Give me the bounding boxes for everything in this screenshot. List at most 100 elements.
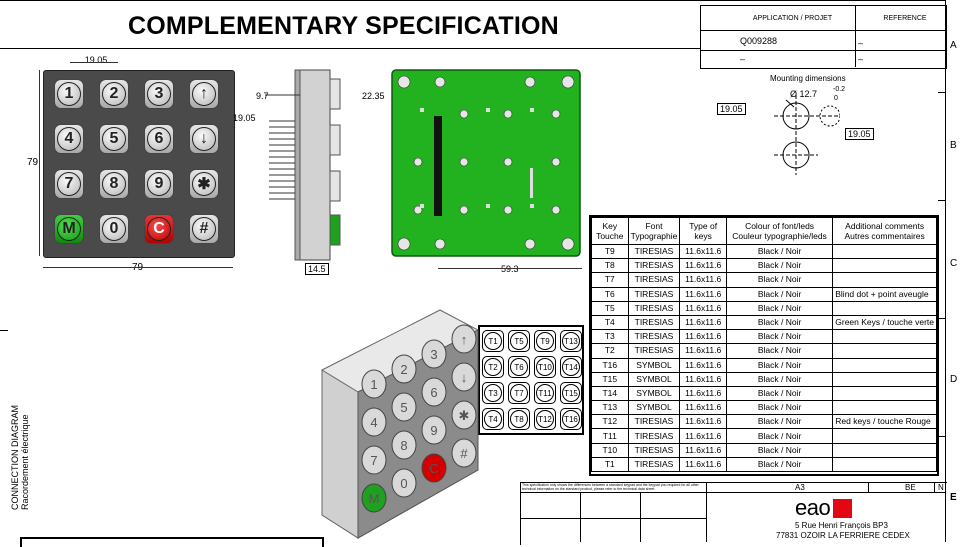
key-map-cell: T5 bbox=[508, 330, 530, 352]
table-cell: 11.6x11.6 bbox=[679, 357, 727, 373]
footer-address-1: 5 Rue Henri François BP3 bbox=[795, 521, 888, 530]
table-cell: Black / Noir bbox=[725, 400, 834, 416]
key-map-cell: T2 bbox=[482, 356, 504, 378]
table-cell bbox=[832, 371, 937, 387]
dim-pcb-59-3: 59.3 bbox=[501, 264, 519, 274]
page-title: COMPLEMENTARY SPECIFICATION bbox=[128, 12, 559, 40]
table-cell: Black / Noir bbox=[725, 428, 834, 444]
iso-key-label: M bbox=[369, 491, 380, 506]
iso-key bbox=[361, 483, 387, 513]
front-key: M bbox=[54, 214, 84, 244]
key-map-label: T12 bbox=[536, 410, 554, 428]
table-cell: T16 bbox=[591, 357, 629, 373]
front-key: 5 bbox=[99, 124, 129, 154]
eao-logo: eao bbox=[795, 495, 853, 521]
table-cell bbox=[832, 300, 937, 316]
dim-side-14-5: 14.5 bbox=[305, 263, 329, 275]
front-key: 4 bbox=[54, 124, 84, 154]
front-key-label: 3 bbox=[147, 82, 171, 106]
iso-key bbox=[361, 407, 387, 437]
mounting-dim-left-label: 19.05 bbox=[717, 103, 746, 115]
footer-n: N bbox=[938, 483, 944, 492]
keypad-iso-view: 123↑456↓789✱M0C# bbox=[321, 309, 479, 539]
key-map-cell: T16 bbox=[560, 408, 582, 430]
table-cell: T6 bbox=[591, 286, 629, 302]
spec-table-frame bbox=[589, 215, 939, 476]
iso-key bbox=[391, 430, 417, 460]
key-map-label: T16 bbox=[562, 410, 580, 428]
table-cell: SYMBOL bbox=[627, 371, 681, 387]
right-tick-3 bbox=[938, 318, 946, 319]
project-dash-2: – bbox=[740, 54, 746, 64]
iso-key-label: 6 bbox=[430, 385, 437, 400]
key-map-cell: T14 bbox=[560, 356, 582, 378]
mounting-dim-right-label: 19.05 bbox=[845, 128, 874, 140]
connection-box bbox=[20, 537, 324, 547]
frame-top bbox=[0, 0, 945, 1]
key-map-label: T8 bbox=[510, 410, 528, 428]
key-map-cell: T13 bbox=[560, 330, 582, 352]
table-cell bbox=[832, 258, 937, 274]
iso-key-label: 9 bbox=[430, 423, 437, 438]
mounting-dim-left: 19.05 bbox=[717, 103, 746, 115]
front-key-label: 7 bbox=[57, 172, 81, 196]
table-cell: Black / Noir bbox=[725, 300, 834, 316]
pcb-view bbox=[391, 69, 581, 257]
footer-line-v2 bbox=[868, 482, 869, 492]
key-map-label: T9 bbox=[536, 332, 554, 350]
col-key-fr: Touche bbox=[596, 231, 624, 241]
front-key: 7 bbox=[54, 169, 84, 199]
table-cell: 11.6x11.6 bbox=[679, 400, 727, 416]
iso-key bbox=[391, 468, 417, 498]
front-key-label: 6 bbox=[147, 127, 171, 151]
table-cell: TIRESIAS bbox=[627, 329, 681, 345]
table-cell: 11.6x11.6 bbox=[679, 286, 727, 302]
right-tick-1 bbox=[938, 92, 946, 93]
iso-key-label: ↓ bbox=[461, 370, 468, 385]
iso-key bbox=[361, 369, 387, 399]
iso-key-label: 2 bbox=[400, 362, 407, 377]
reference-label: REFERENCE bbox=[883, 15, 927, 22]
table-cell: TIRESIAS bbox=[627, 286, 681, 302]
table-cell: Black / Noir bbox=[725, 258, 834, 274]
front-key-label: 0 bbox=[102, 217, 126, 241]
dim-overall-height: 79 bbox=[27, 157, 39, 168]
front-key: 0 bbox=[99, 214, 129, 244]
margin-letter-c: C bbox=[950, 258, 958, 269]
col-type-fr: keys bbox=[694, 231, 712, 241]
table-cell: 11.6x11.6 bbox=[679, 343, 727, 359]
eao-logo-text: eao bbox=[795, 495, 831, 520]
key-map-cell: T6 bbox=[508, 356, 530, 378]
front-key: ↑ bbox=[189, 79, 219, 109]
table-cell: 11.6x11.6 bbox=[679, 243, 727, 260]
footer-line-v3 bbox=[934, 482, 935, 492]
margin-letter-b: B bbox=[950, 140, 957, 151]
table-cell: TIRESIAS bbox=[627, 343, 681, 359]
table-cell: 11.6x11.6 bbox=[679, 428, 727, 444]
key-map-cell: T15 bbox=[560, 382, 582, 404]
mounting-dim-right: 19.05 bbox=[845, 128, 874, 140]
iso-key bbox=[391, 354, 417, 384]
iso-key-label: # bbox=[460, 446, 468, 461]
col-key-en: Key bbox=[602, 221, 618, 231]
table-cell: T14 bbox=[591, 385, 629, 402]
table-cell: T7 bbox=[591, 272, 629, 288]
footer-line-v1 bbox=[706, 482, 707, 542]
front-key: ↓ bbox=[189, 124, 219, 154]
col-type-en: Type of bbox=[689, 221, 718, 231]
front-key: C bbox=[144, 214, 174, 244]
footer-line-h2 bbox=[520, 518, 706, 519]
table-cell: Black / Noir bbox=[725, 329, 834, 345]
front-key-label: M bbox=[57, 217, 81, 241]
left-tick bbox=[0, 330, 8, 331]
dim-pitch-top-line bbox=[70, 62, 118, 63]
margin-letter-e: E bbox=[950, 492, 957, 503]
key-map-cell: T3 bbox=[482, 382, 504, 404]
table-cell: Black / Noir bbox=[725, 456, 834, 473]
